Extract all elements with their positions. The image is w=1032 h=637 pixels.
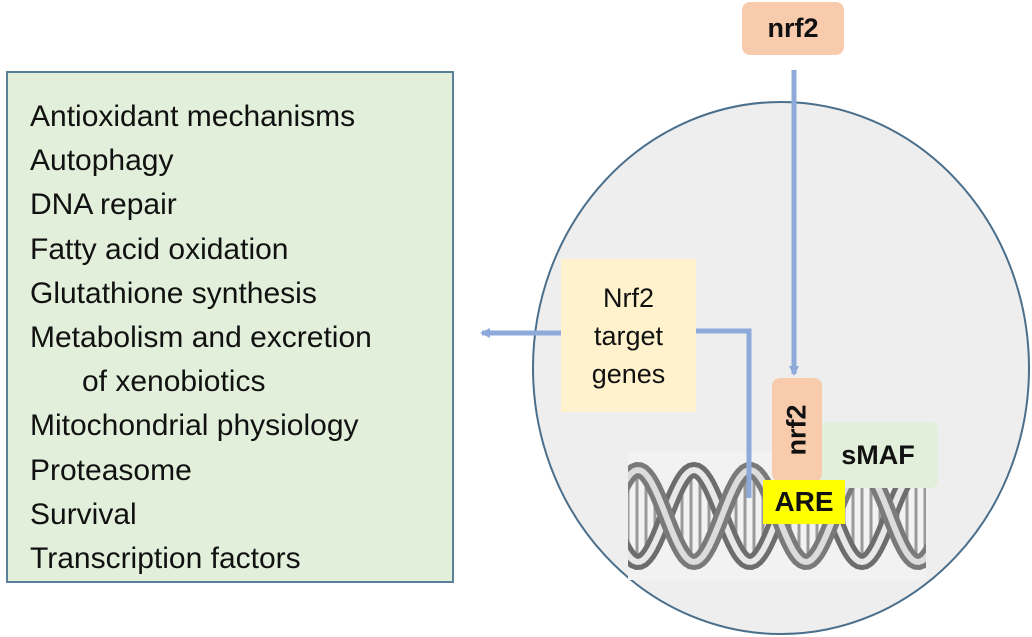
- function-item: Antioxidant mechanisms: [30, 100, 356, 133]
- function-item: of xenobiotics: [82, 365, 266, 399]
- function-item: Autophagy: [30, 144, 174, 178]
- nrf2-target-genes-node: Nrf2 target genes: [561, 259, 696, 412]
- function-item: Fatty acid oxidation: [30, 232, 289, 266]
- smaf-node: sMAF: [818, 422, 938, 488]
- function-item: Metabolism and excretion: [30, 321, 372, 355]
- function-item: Proteasome: [30, 453, 192, 487]
- target-genes-line-1: Nrf2: [602, 282, 654, 313]
- connector-are-to-target-genes: [696, 328, 752, 498]
- function-item: Mitochondrial physiology: [30, 409, 359, 443]
- are-element: ARE: [763, 480, 845, 524]
- target-genes-line-2: target: [593, 320, 664, 351]
- function-item: Glutathione synthesis: [30, 276, 317, 310]
- nrf2-nucleus-node: nrf2: [772, 378, 822, 482]
- nrf2-nucleus-label: nrf2: [781, 404, 812, 456]
- function-item: Survival: [30, 497, 137, 531]
- target-genes-line-3: genes: [591, 358, 666, 389]
- function-item: Transcription factors: [30, 542, 301, 576]
- nrf2-cytoplasm-node: nrf2: [742, 2, 844, 55]
- function-item: DNA repair: [30, 188, 177, 222]
